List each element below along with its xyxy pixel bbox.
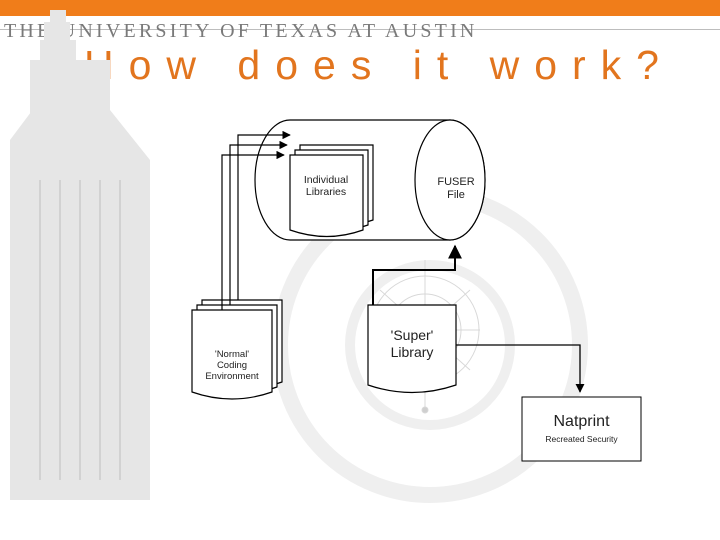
university-name: THE UNIVERSITY OF TEXAS AT AUSTIN <box>4 20 478 42</box>
natprint-label: Natprint <box>553 413 610 430</box>
fuser-file-label: FUSER File <box>420 176 492 202</box>
individual-libraries-line-2: Libraries <box>305 186 347 199</box>
recreated-security-label: Recreated Security <box>545 434 618 444</box>
individual-libraries-stack <box>289 144 374 238</box>
super-library-line-1: 'Super' <box>390 327 434 343</box>
slide-title: How does it work? <box>84 42 674 88</box>
fuser-line-2: File <box>447 188 465 201</box>
top-accent-bar <box>0 0 720 16</box>
individual-libraries-line-1: Individual <box>303 174 349 186</box>
super-to-natprint-arrow <box>456 344 585 393</box>
fuser-line-1: FUSER <box>437 176 475 188</box>
super-to-fuser-arrow <box>372 244 462 305</box>
super-library-label: 'Super' Library <box>368 327 456 360</box>
env-to-libraries-lines <box>221 130 291 310</box>
individual-libraries-label: Individual Libraries <box>288 174 364 199</box>
normal-env-stack <box>191 299 283 400</box>
super-library-doc <box>367 304 457 394</box>
normal-env-line-2: Coding <box>216 360 248 372</box>
super-library-line-2: Library <box>390 343 434 360</box>
normal-env-line-3: Environment <box>205 371 259 383</box>
normal-env-label: 'Normal' Coding Environment <box>192 349 272 383</box>
header-rule <box>0 29 720 30</box>
tower-windows <box>39 180 121 480</box>
natprint-box <box>521 396 642 462</box>
normal-env-line-1: 'Normal' <box>214 349 250 360</box>
